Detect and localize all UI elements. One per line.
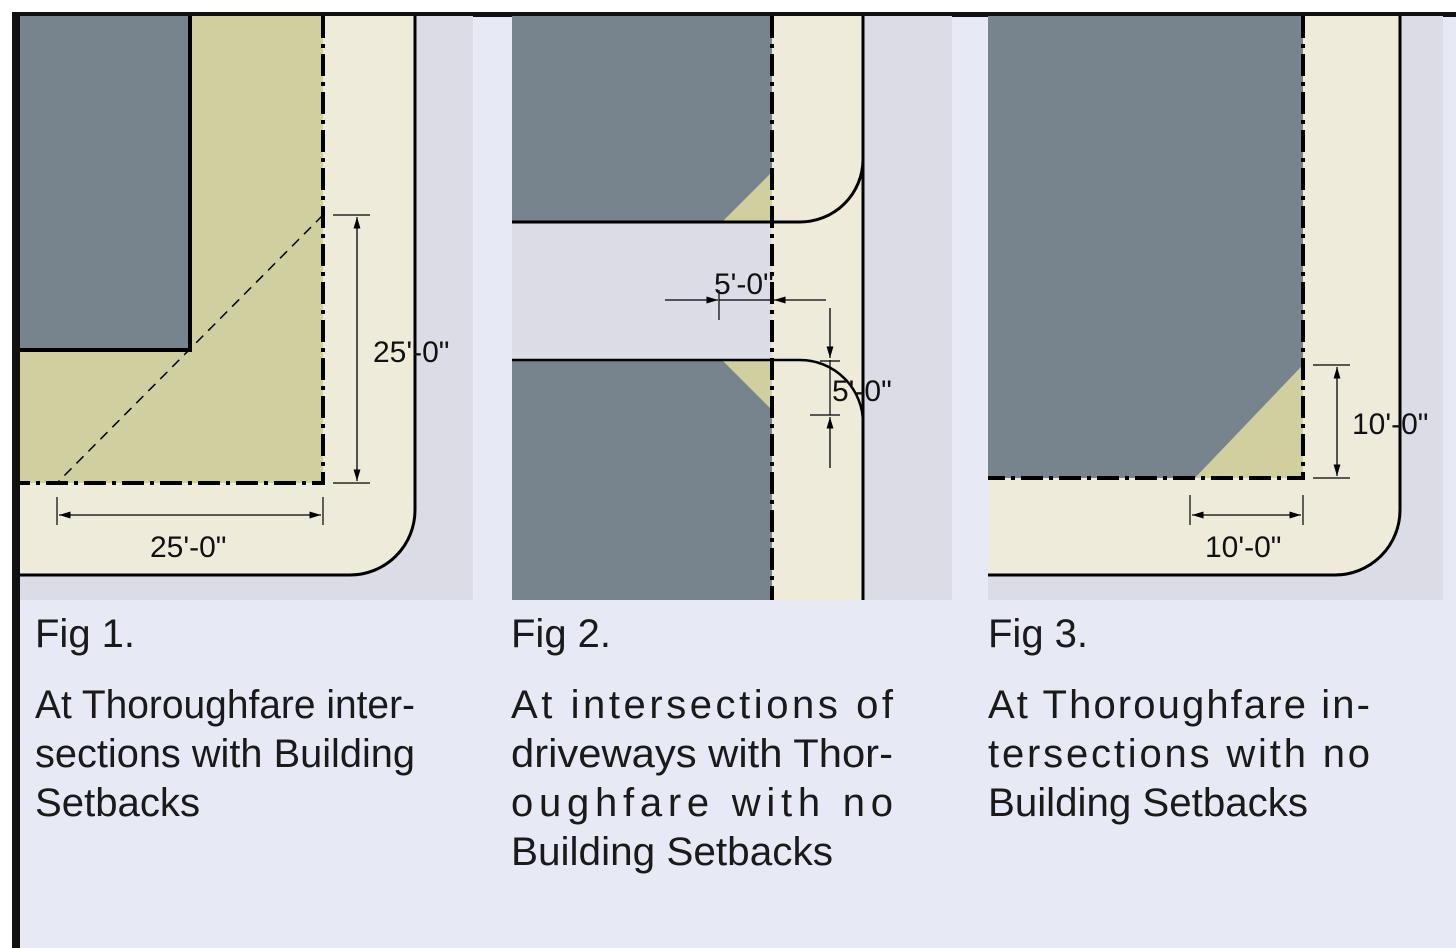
building — [20, 16, 190, 350]
curb-line — [20, 16, 417, 577]
figure-2-caption-line: oughfare with no — [511, 781, 893, 825]
figure-2-title: Fig 2. — [511, 612, 611, 656]
clear-zone-bottom — [722, 360, 772, 410]
figure-3-drawing: 10'-0" 10'-0" — [988, 16, 1443, 600]
property-line — [988, 16, 1305, 480]
building — [988, 16, 1303, 478]
dimension-label-vertical: 10'-0" — [1352, 408, 1428, 441]
dimension-label-vertical: 5'-0" — [832, 375, 892, 408]
figure-1-caption-line: At Thoroughfare inter- — [35, 683, 415, 727]
figure-1-caption-line: Setbacks — [35, 781, 200, 825]
figure-3-caption-line: At Thoroughfare in- — [988, 683, 1370, 727]
curb-line — [988, 16, 1402, 577]
figure-3-caption-line: Building Setbacks — [988, 781, 1308, 825]
figure-1-drawing: 25'-0" 25'-0" — [20, 16, 473, 600]
frame-top — [12, 12, 1456, 17]
building-bottom — [512, 360, 772, 600]
visibility-triangle-line — [56, 214, 324, 484]
clear-zone — [1195, 365, 1303, 478]
driveway-edge-top — [512, 159, 865, 224]
dimension-label-horizontal: 25'-0" — [150, 531, 226, 564]
clear-zone-top — [722, 172, 772, 222]
dimension-label-vertical: 25'-0" — [373, 336, 449, 369]
building-top — [512, 16, 772, 222]
figure-1-caption-line: sections with Building — [35, 732, 415, 776]
figure-3-title: Fig 3. — [988, 612, 1088, 656]
figure-1-title: Fig 1. — [35, 612, 135, 656]
dimension-label-horizontal: 10'-0" — [1205, 531, 1281, 564]
dimension-label-horizontal: 5'-0" — [714, 268, 774, 301]
sidewalk — [772, 16, 863, 600]
figure-2-caption-line: Building Setbacks — [511, 830, 833, 874]
property-line — [20, 16, 325, 485]
figure-3-caption-line: tersections with no — [988, 732, 1370, 776]
figure-2-drawing: 5'-0" 5'-0" — [512, 16, 952, 600]
figure-2-caption-line: driveways with Thor- — [511, 732, 893, 776]
figure-2-caption-line: At intersections of — [511, 683, 894, 727]
frame-left — [12, 12, 20, 948]
